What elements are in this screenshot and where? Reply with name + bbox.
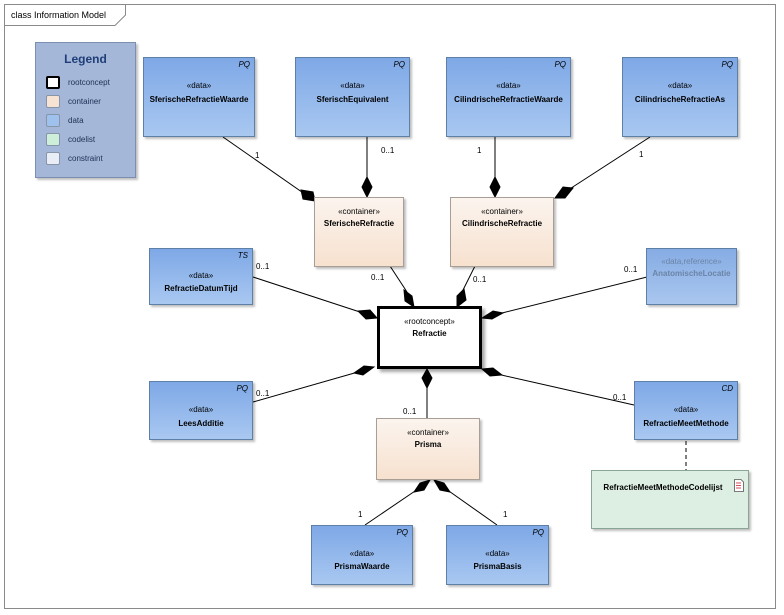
- class-refractie-root[interactable]: «rootconcept» Refractie: [377, 306, 482, 369]
- composition-diamond: [412, 479, 432, 493]
- class-lees-additie[interactable]: PQ «data» LeesAdditie: [149, 381, 253, 440]
- legend-swatch: [46, 152, 60, 165]
- diagram-title-tab: [4, 4, 126, 26]
- multiplicity-label: 0..1: [381, 146, 395, 155]
- class-prisma[interactable]: «container» Prisma: [376, 418, 480, 480]
- class-refractie-datum-tijd[interactable]: TS «data» RefractieDatumTijd: [149, 248, 253, 305]
- legend-title: Legend: [64, 52, 107, 66]
- legend-item-container: container: [46, 95, 136, 109]
- multiplicity-label: 0..1: [473, 275, 487, 284]
- legend-swatch: [46, 114, 60, 127]
- multiplicity-label: 1: [639, 150, 644, 159]
- diagram-title: class Information Model: [11, 10, 107, 20]
- multiplicity-label: 0..1: [624, 265, 638, 274]
- multiplicity-label: 0..1: [256, 389, 270, 398]
- composition-diamond: [432, 479, 452, 493]
- composition-diamond: [456, 287, 467, 309]
- legend-item-codelist: codelist: [46, 133, 136, 147]
- multiplicity-label: 0..1: [403, 407, 417, 416]
- multiplicity-label: 0..1: [256, 262, 270, 271]
- class-refractie-meet-methode[interactable]: CD «data» RefractieMeetMethode: [634, 381, 738, 440]
- multiplicity-label: 0..1: [613, 393, 627, 402]
- composition-diamond: [489, 175, 501, 199]
- class-sferische-refractie-waarde[interactable]: PQ «data» SferischeRefractieWaarde: [143, 57, 255, 137]
- class-sferische-refractie[interactable]: «container» SferischeRefractie: [314, 197, 404, 267]
- class-cilindrische-refractie-as[interactable]: PQ «data» CilindrischeRefractieAs: [622, 57, 738, 137]
- multiplicity-label: 1: [255, 151, 260, 160]
- codelist-refractie-meet-methode-codelijst[interactable]: RefractieMeetMethodeCodelijst: [591, 470, 749, 529]
- class-prisma-basis[interactable]: PQ «data» PrismaBasis: [446, 525, 549, 585]
- legend-swatch: [46, 95, 60, 108]
- legend-item-rootconcept: rootconcept: [46, 76, 136, 90]
- multiplicity-label: 1: [358, 510, 363, 519]
- composition-diamond: [554, 186, 574, 199]
- composition-diamond: [300, 189, 316, 202]
- class-anatomische-locatie[interactable]: «data,reference» AnatomischeLocatie: [646, 248, 737, 305]
- composition-diamond: [480, 310, 505, 320]
- composition-diamond: [352, 365, 376, 376]
- composition-diamond: [421, 367, 433, 390]
- class-cilindrische-refractie[interactable]: «container» CilindrischeRefractie: [450, 197, 554, 267]
- legend-swatch: [46, 76, 60, 89]
- legend-item-data: data: [46, 114, 136, 128]
- composition-diamond: [403, 288, 415, 309]
- composition-diamond: [480, 367, 504, 377]
- composition-diamond: [361, 175, 373, 199]
- codelist-document-icon: [734, 479, 744, 492]
- legend-swatch: [46, 133, 60, 146]
- class-prisma-waarde[interactable]: PQ «data» PrismaWaarde: [311, 525, 413, 585]
- class-sferisch-equivalent[interactable]: PQ «data» SferischEquivalent: [295, 57, 410, 137]
- multiplicity-label: 0..1: [371, 273, 385, 282]
- class-cilindrische-refractie-waarde[interactable]: PQ «data» CilindrischeRefractieWaarde: [446, 57, 571, 137]
- legend: Legend rootconcept container data codeli…: [35, 42, 136, 178]
- legend-item-constraint: constraint: [46, 152, 136, 166]
- diagram-frame: [4, 4, 776, 609]
- multiplicity-label: 1: [503, 510, 508, 519]
- composition-diamond: [356, 309, 379, 320]
- multiplicity-label: 1: [477, 146, 482, 155]
